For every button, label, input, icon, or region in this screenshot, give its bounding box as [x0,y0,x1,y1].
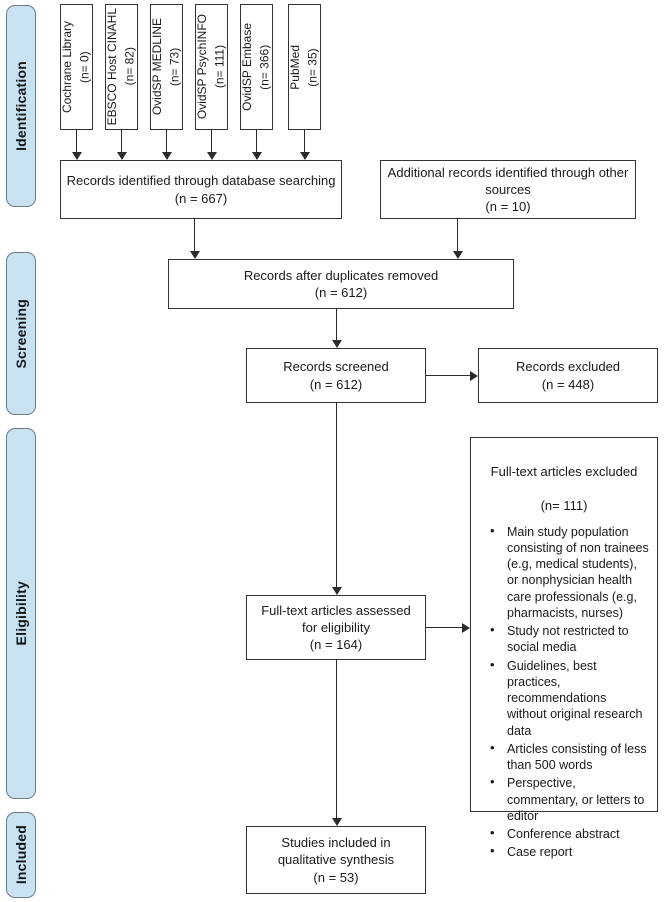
stage-included: Included [6,812,36,898]
stage-label: Included [13,825,29,885]
box-text: Records excluded [515,359,621,375]
connector-source-3 [165,130,168,154]
box-fulltext-excluded: Full-text articles excluded (n= 111) Mai… [470,437,658,860]
box-count: (n= 111) [540,497,588,513]
list-item: Study not restricted to social media [490,622,649,656]
connector-screened-to-excluded [426,374,472,377]
source-box-ovidsp-medline: OvidSP MEDLINE (n= 73) [150,4,183,130]
connector-source-5 [255,130,258,154]
source-label: EBSCO Host CINAHL (n= 82) [105,8,137,126]
arrow-source-6 [299,152,310,160]
box-count: (n = 612) [314,285,368,300]
stage-label: Identification [13,61,29,151]
box-text: Records screened [283,359,389,375]
arrow-fulltext-to-excluded [462,622,470,633]
source-box-pubmed: PubMed (n= 35) [288,4,321,130]
list-item: Perspective, commentary, or letters to e… [490,774,649,824]
connector-source-4 [210,130,213,154]
exclusion-reason-list: Main study population consisting of non … [479,523,649,861]
source-label: OvidSP PsychINFO (n= 111) [195,14,227,120]
list-item: Main study population consisting of non … [490,523,649,622]
connector-source-1 [75,130,78,154]
connector-source-2 [120,130,123,154]
box-duplicates-removed: Records after duplicates removed (n = 61… [168,259,514,309]
source-box-ovidsp-embase: OvidSP Embase (n= 366) [240,4,273,130]
box-text: Studies included in qualitative synthesi… [277,835,395,868]
box-count: (n = 448) [541,376,595,392]
connector-other-to-duplicates [456,219,459,253]
arrow-screened-to-excluded [470,370,478,381]
box-database-search: Records identified through database sear… [60,160,342,219]
box-other-sources: Additional records identified through ot… [380,160,636,219]
list-item: Case report [490,843,649,860]
stage-identification: Identification [6,5,36,207]
box-count: (n = 53) [313,869,359,885]
box-text: Records identified through database sear… [66,173,336,189]
arrow-database-to-duplicates [189,251,200,259]
arrow-source-2 [116,152,127,160]
box-records-screened: Records screened (n = 612) [246,348,426,403]
stage-eligibility: Eligibility [6,428,36,799]
source-label: OvidSP Embase (n= 366) [240,23,272,111]
arrow-other-to-duplicates [452,251,463,259]
connector-screened-to-fulltext [335,403,338,589]
list-item: Conference abstract [490,825,649,842]
arrow-source-3 [161,152,172,160]
arrow-source-4 [206,152,217,160]
list-item: Articles consisting of less than 500 wor… [490,740,649,774]
box-count: (n = 667) [174,190,228,206]
connector-source-6 [303,130,306,154]
source-label: Cochrane Library (n= 0) [60,20,92,114]
arrow-screened-to-fulltext [331,587,342,595]
source-box-cochrane-library: Cochrane Library (n= 0) [60,4,93,130]
box-text: Full-text articles excluded [490,463,638,479]
box-records-excluded: Records excluded (n = 448) [478,348,658,403]
box-fulltext-assessed: Full-text articles assessed for eligibil… [246,595,426,660]
arrow-source-5 [251,152,262,160]
box-text: Records after duplicates removed [243,267,439,283]
connector-fulltext-to-excluded [426,626,464,629]
source-label: OvidSP MEDLINE (n= 73) [150,18,182,116]
stage-label: Eligibility [13,581,29,646]
box-count: (n = 164) [309,637,363,653]
box-count: (n = 612) [309,376,363,392]
source-label: PubMed (n= 35) [288,44,320,90]
connector-fulltext-to-included [335,660,338,820]
stage-screening: Screening [6,252,36,415]
stage-label: Screening [13,298,29,369]
box-studies-included: Studies included in qualitative synthesi… [246,826,426,894]
box-count: (n = 10) [485,199,531,215]
arrow-duplicates-to-screened [331,340,342,348]
arrow-fulltext-to-included [331,818,342,826]
box-text: Additional records identified through ot… [387,164,629,197]
arrow-source-1 [71,152,82,160]
source-box-ovidsp-psychinfo: OvidSP PsychINFO (n= 111) [195,4,228,130]
box-text: Full-text articles assessed for eligibil… [261,602,411,635]
list-item: Guidelines, best practices, recommendati… [490,657,649,739]
fulltext-excluded-heading: Full-text articles excluded (n= 111) [479,447,649,515]
connector-duplicates-to-screened [335,309,338,342]
source-box-ebsco-host-cinahl: EBSCO Host CINAHL (n= 82) [105,4,138,130]
connector-database-to-duplicates [193,219,196,253]
